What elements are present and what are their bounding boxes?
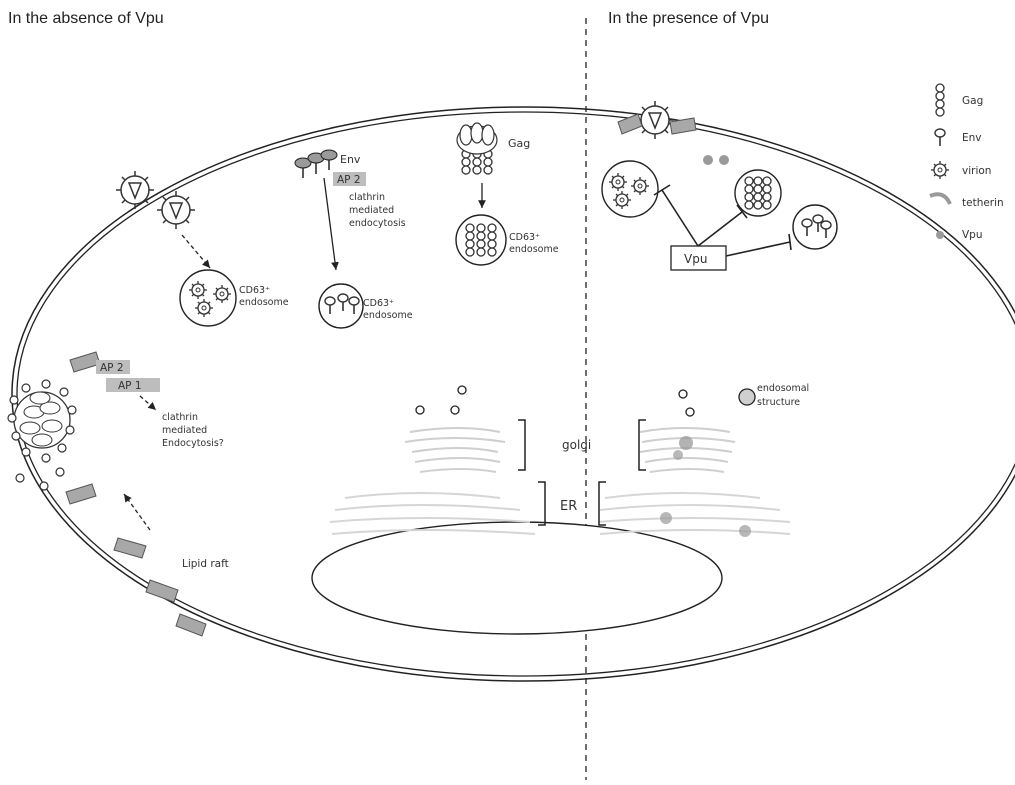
- clathrin-top-3: endocytosis: [349, 218, 406, 229]
- legend-virion: virion: [962, 165, 991, 177]
- golgi-bracket-right: [639, 420, 646, 470]
- virion-icon: [931, 161, 949, 179]
- ap1-label-left: AP 1: [118, 380, 142, 392]
- golgi-stack-left: [405, 428, 505, 472]
- legend-gag: Gag: [962, 95, 983, 107]
- legend-env: Env: [962, 132, 982, 144]
- arrow-virion-to-endosome: [182, 235, 210, 268]
- vpu-marker: [660, 512, 672, 524]
- vpu-marker: [673, 450, 683, 460]
- env-icon: [935, 129, 945, 146]
- vpu-marker: [703, 155, 713, 165]
- endosomal-label-2: structure: [757, 397, 800, 408]
- virion-icon: [636, 101, 674, 139]
- er-right: [598, 493, 790, 534]
- gag-icon: [936, 84, 944, 116]
- clathrin-left-3: Endocytosis?: [162, 438, 224, 449]
- legend: Gag Env virion tetherin Vpu: [930, 84, 1004, 241]
- vpu-marker: [679, 436, 693, 450]
- cd63-label-1b: endosome: [239, 297, 289, 308]
- nucleus: [312, 522, 722, 634]
- cd63-endosome-1: [180, 270, 236, 326]
- golgi-bracket-left: [518, 420, 525, 470]
- gag-cluster-membrane: [457, 123, 497, 174]
- ap2-label-left: AP 2: [100, 362, 124, 374]
- cd63-label-1a: CD63⁺: [239, 285, 270, 296]
- er-label: ER: [560, 499, 577, 514]
- ap2-label-top: AP 2: [337, 174, 361, 186]
- legend-tetherin: tetherin: [962, 197, 1004, 209]
- vpu-box-label: Vpu: [684, 252, 707, 266]
- clathrin-left-2: mediated: [162, 425, 207, 436]
- golgi-vesicles: [416, 386, 694, 416]
- virion-icon: [116, 171, 154, 209]
- vpu-icon: [936, 231, 944, 239]
- golgi-stack-right: [640, 428, 735, 472]
- vpu-marker: [719, 155, 729, 165]
- tetherin-left: [66, 352, 206, 636]
- golgi-label: golgi: [562, 438, 591, 452]
- clathrin-top-1: clathrin: [349, 192, 385, 203]
- endosomal-structure-icon: [739, 389, 755, 405]
- cd63-endosome-2: [319, 284, 363, 328]
- arrow-lipid-raft: [124, 494, 150, 530]
- er-bracket-left: [538, 482, 545, 525]
- env-label: Env: [340, 153, 361, 166]
- cd63-label-3a: CD63⁺: [509, 232, 540, 243]
- lipid-raft-label: Lipid raft: [182, 558, 229, 570]
- legend-vpu: Vpu: [962, 229, 983, 241]
- env-cluster-membrane: [295, 150, 337, 178]
- endosome-virions-right: [602, 161, 658, 217]
- cd63-label-2a: CD63⁺: [363, 298, 394, 309]
- tetherin-icon: [930, 194, 950, 204]
- arrow-left-endocytosis: [140, 396, 156, 410]
- arrow-env-endocytosis: [324, 178, 336, 270]
- virion-cluster-left: [8, 380, 76, 490]
- gag-label: Gag: [508, 137, 530, 150]
- vpu-marker: [739, 525, 751, 537]
- er-bracket-right: [599, 482, 606, 525]
- cd63-label-3b: endosome: [509, 244, 559, 255]
- cd63-label-2b: endosome: [363, 310, 413, 321]
- endosomal-label-1: endosomal: [757, 383, 809, 394]
- clathrin-left-1: clathrin: [162, 412, 198, 423]
- clathrin-top-2: mediated: [349, 205, 394, 216]
